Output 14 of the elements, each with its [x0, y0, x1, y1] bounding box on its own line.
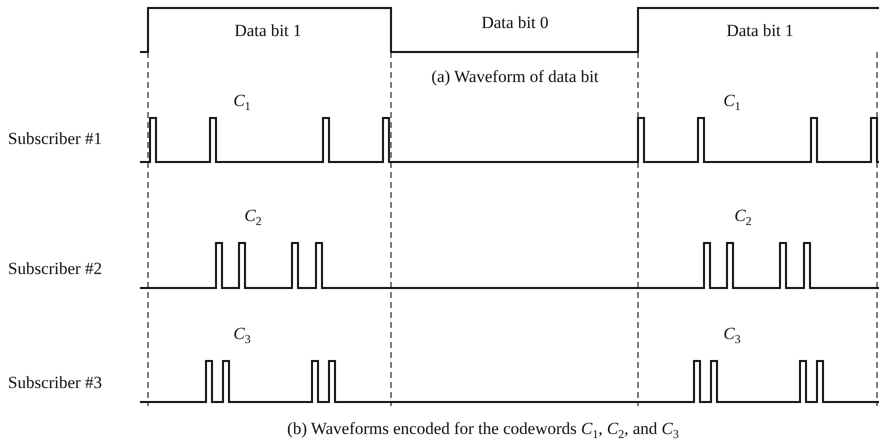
waveform-title: (a) Waveform of data bit: [431, 68, 599, 85]
codeword-label: C$_{1}$: [723, 92, 741, 112]
bit-label: Data bit 1: [726, 22, 794, 39]
subscriber-label: Subscriber #1: [8, 130, 102, 147]
bit-label: Data bit 1: [234, 22, 302, 39]
bit-label: Data bit 0: [481, 14, 549, 31]
subscriber-label: Subscriber #3: [8, 374, 102, 391]
codeword-label: C$_{2}$: [734, 207, 752, 227]
figure-caption: (b) Waveforms encoded for the codewords C$_{1}$, C$_{2}$, and C$_{3}$: [287, 420, 679, 440]
codeword-label: C$_{1}$: [233, 92, 251, 112]
subscriber-label: Subscriber #2: [8, 260, 102, 277]
codeword-label: C$_{3}$: [233, 325, 251, 345]
codeword-label: C$_{3}$: [723, 325, 741, 345]
codeword-label: C$_{2}$: [244, 207, 262, 227]
